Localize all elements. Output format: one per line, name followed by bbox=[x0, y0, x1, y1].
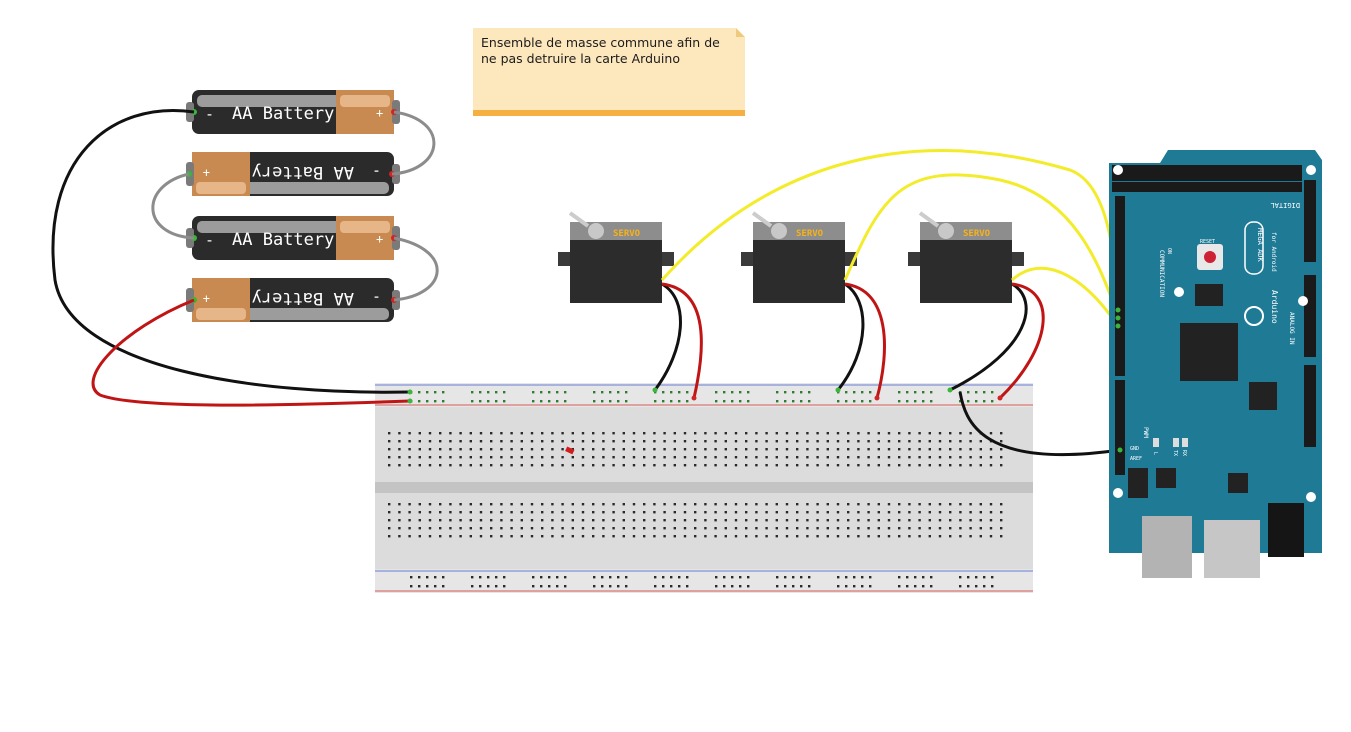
battery-1: - AA Battery + bbox=[186, 90, 400, 134]
battery-3-plus: + bbox=[376, 232, 383, 246]
battery-2: - AA Battery + bbox=[186, 152, 400, 196]
battery-4-label: AA Battery bbox=[252, 288, 354, 308]
arduino-on-label: ON bbox=[1166, 248, 1172, 254]
servo-1: SERVO bbox=[558, 211, 674, 303]
wire-battery-link-1 bbox=[391, 110, 436, 176]
battery-4-minus: - bbox=[372, 289, 381, 307]
arduino-rx-label: RX bbox=[1181, 450, 1187, 456]
arduino-l-label: L bbox=[1152, 452, 1158, 455]
wire-servo-1-ground bbox=[653, 282, 682, 391]
wire-servo-1-power bbox=[661, 282, 703, 399]
arduino-mega-adk: MEGA ADK for Android Arduino DIGITAL COM… bbox=[1109, 150, 1322, 578]
battery-3: - AA Battery + bbox=[186, 216, 400, 260]
servo-2-label: SERVO bbox=[796, 229, 824, 239]
arduino-badge: MEGA ADK bbox=[1256, 228, 1264, 263]
wire-servo-2-signal bbox=[843, 173, 1120, 319]
battery-4-plus: + bbox=[203, 292, 210, 306]
arduino-analog-label: ANALOG IN bbox=[1288, 312, 1295, 345]
arduino-aref-label: AREF bbox=[1130, 456, 1142, 462]
battery-pack: - AA Battery + - AA Battery + bbox=[186, 90, 400, 322]
wire-servo-3-signal bbox=[1011, 266, 1120, 327]
battery-3-minus: - bbox=[205, 231, 214, 249]
servo-1-label: SERVO bbox=[613, 229, 641, 239]
arduino-reset-label: RESET bbox=[1200, 239, 1215, 245]
wire-servo-2-ground bbox=[836, 282, 865, 391]
wire-battery-link-3 bbox=[393, 236, 439, 302]
battery-2-minus: - bbox=[372, 163, 381, 181]
battery-1-minus: - bbox=[205, 105, 214, 123]
battery-4: - AA Battery + bbox=[186, 278, 400, 322]
arduino-tx-label: TX bbox=[1172, 450, 1178, 456]
breadboard-holes bbox=[388, 432, 1003, 538]
arduino-brand: Arduino bbox=[1270, 290, 1279, 324]
arduino-gnd-label: GND bbox=[1130, 446, 1139, 452]
battery-2-label: AA Battery bbox=[252, 162, 354, 182]
arduino-pwm-label: PWM bbox=[1142, 427, 1149, 438]
wire-battery-power bbox=[91, 298, 411, 407]
battery-2-plus: + bbox=[203, 166, 210, 180]
servo-3-label: SERVO bbox=[963, 229, 991, 239]
wire-servo-3-power bbox=[998, 282, 1045, 400]
wire-servo-1-signal bbox=[660, 149, 1120, 311]
wire-servo-2-power bbox=[844, 282, 886, 399]
servo-3: SERVO bbox=[908, 211, 1024, 303]
battery-1-label: AA Battery bbox=[232, 104, 334, 124]
battery-1-plus: + bbox=[376, 106, 383, 120]
battery-3-label: AA Battery bbox=[232, 230, 334, 250]
note-text: Ensemble de masse commune afin de ne pas… bbox=[481, 35, 720, 66]
wire-battery-ground bbox=[51, 109, 411, 394]
note-card[interactable]: Ensemble de masse commune afin de ne pas… bbox=[473, 28, 745, 116]
arduino-badge-sub: for Android bbox=[1270, 232, 1277, 272]
jumper-mark bbox=[565, 446, 575, 455]
wire-arduino-ground bbox=[958, 391, 1121, 456]
arduino-communication-label: COMMUNICATION bbox=[1158, 250, 1165, 297]
wire-servo-3-ground bbox=[949, 282, 1028, 392]
arduino-digital-label: DIGITAL bbox=[1270, 201, 1300, 209]
servo-2: SERVO bbox=[741, 211, 857, 303]
breadboard bbox=[375, 383, 1033, 593]
wire-battery-link-2 bbox=[151, 172, 195, 240]
